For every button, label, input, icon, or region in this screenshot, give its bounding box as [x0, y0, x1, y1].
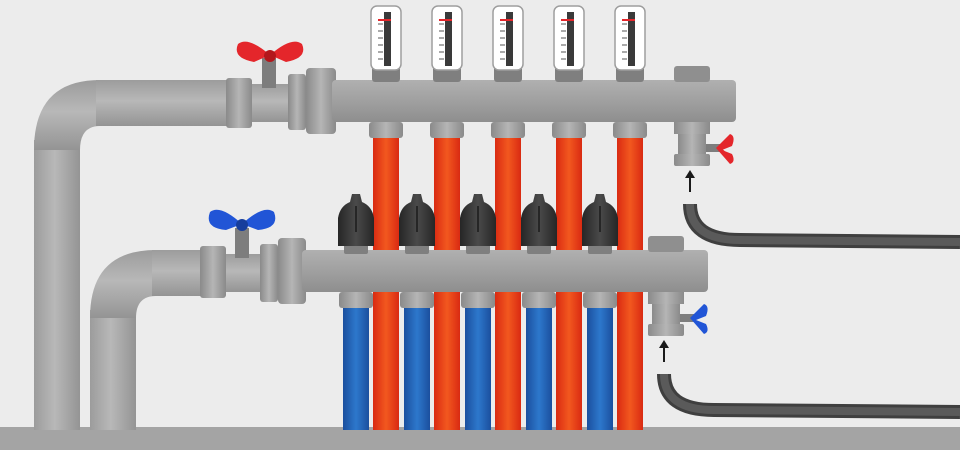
return-circuit-pipe	[404, 306, 430, 430]
return-circuit-pipe	[526, 306, 552, 430]
return-manifold	[200, 236, 708, 336]
return-outlet-fitting	[583, 292, 617, 308]
return-inlet-pipe	[90, 250, 212, 430]
flow-meter-icon	[553, 5, 585, 82]
supply-outlet-fitting	[491, 122, 525, 138]
supply-drain-hose	[683, 203, 960, 249]
return-valve	[208, 209, 276, 258]
return-drain-valve	[680, 304, 708, 334]
return-outlet-fitting	[400, 292, 434, 308]
return-outlet-fitting	[461, 292, 495, 308]
thermal-actuator-icon	[460, 194, 496, 254]
thermal-actuator-icon	[338, 194, 374, 254]
flow-meter-icon	[614, 5, 646, 82]
flow-meter-icon	[370, 5, 402, 82]
supply-outlet-fitting	[369, 122, 403, 138]
return-drain-hose	[657, 373, 960, 419]
arrow-up-icon	[685, 170, 695, 192]
return-circuit-pipe	[343, 306, 369, 430]
arrow-up-icon	[659, 340, 669, 362]
supply-valve	[236, 41, 304, 88]
floor	[0, 427, 960, 450]
supply-outlet-fitting	[430, 122, 464, 138]
butterfly-valve-blue-icon	[208, 209, 276, 230]
thermal-actuator-icon	[582, 194, 618, 254]
return-circuit-pipe	[465, 306, 491, 430]
actuators	[338, 194, 618, 254]
thermal-actuator-icon	[521, 194, 557, 254]
flow-meters	[370, 5, 646, 82]
return-outlet-fitting	[339, 292, 373, 308]
thermal-actuator-icon	[399, 194, 435, 254]
return-circuit-pipe	[587, 306, 613, 430]
return-outlet-fitting	[522, 292, 556, 308]
drain-valve-blue-icon	[690, 304, 708, 334]
supply-inlet-pipe	[34, 80, 236, 430]
supply-drain-valve	[706, 134, 734, 164]
butterfly-valve-red-icon	[236, 41, 304, 62]
supply-outlet-fitting	[613, 122, 647, 138]
flow-meter-icon	[431, 5, 463, 82]
flow-meter-icon	[492, 5, 524, 82]
supply-manifold	[226, 66, 736, 166]
supply-outlet-fitting	[552, 122, 586, 138]
